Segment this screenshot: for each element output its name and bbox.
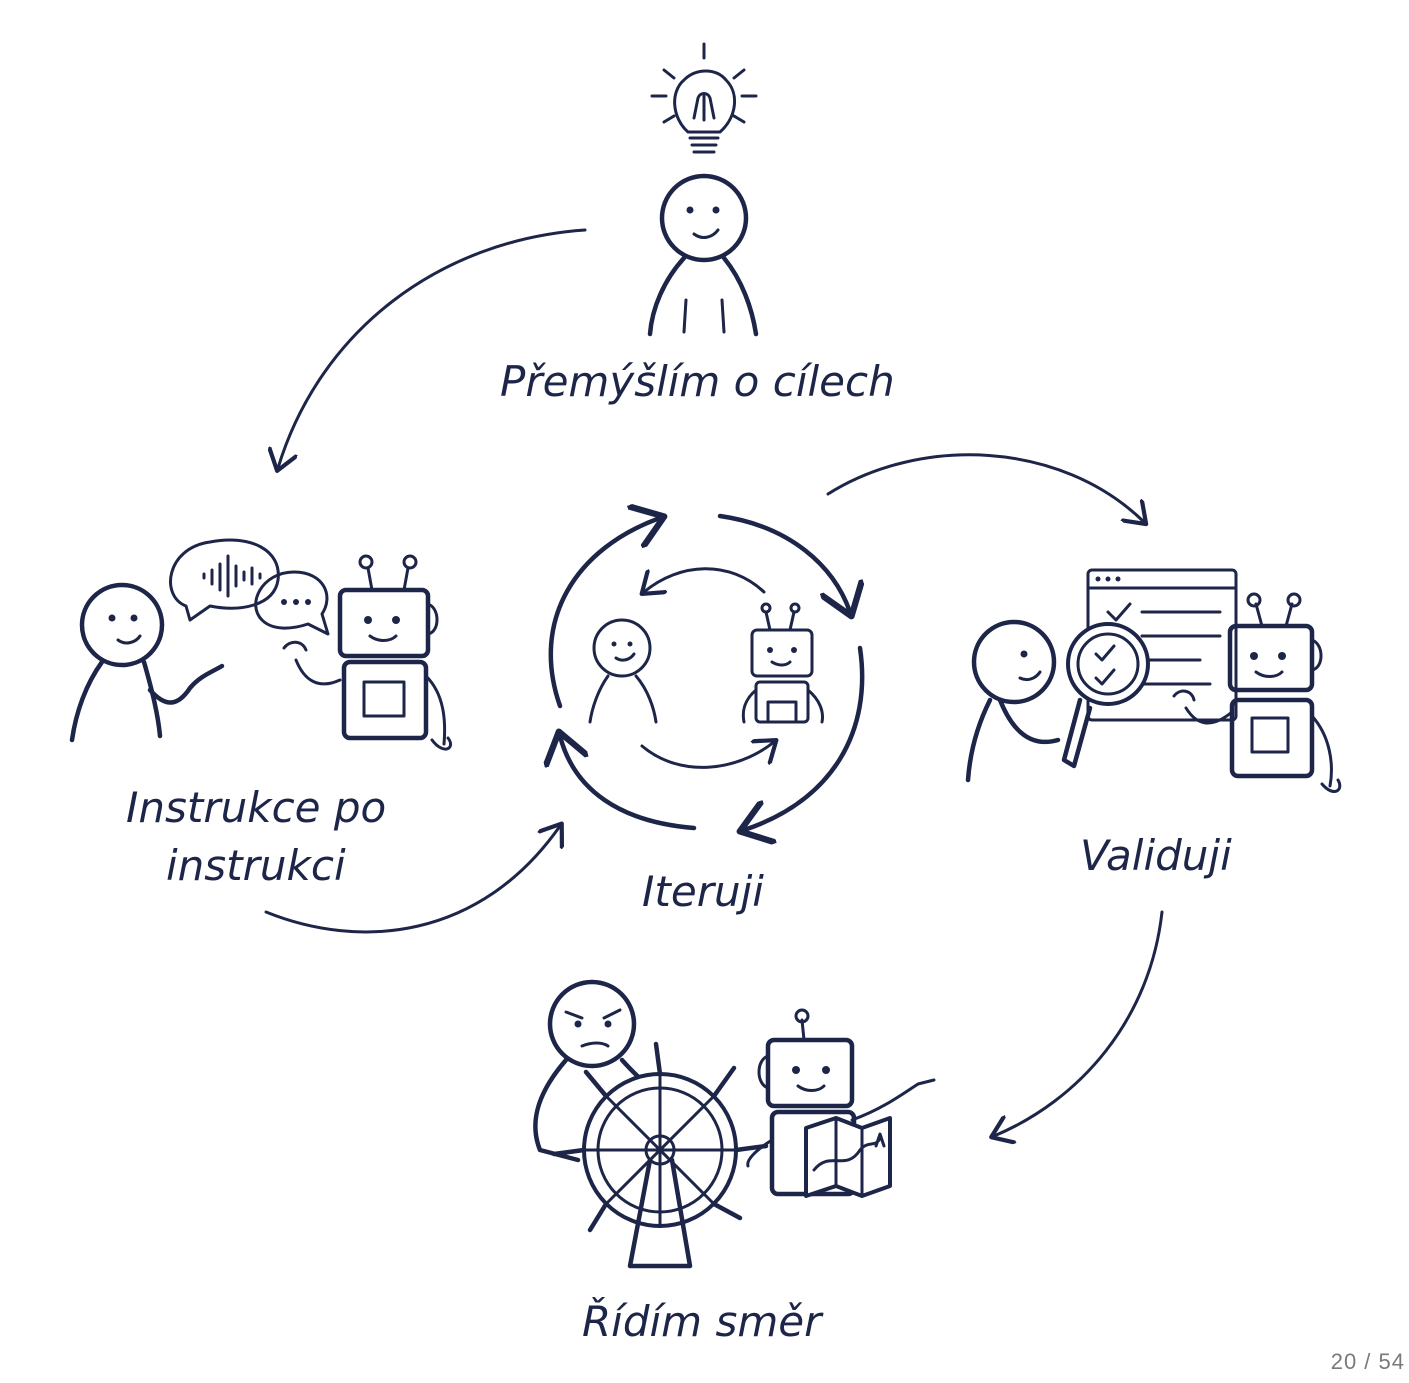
ship-wheel-icon (551, 1041, 769, 1269)
arrow-validate-to-steer (994, 910, 1164, 1136)
arrow-instructions-to-iterate (264, 826, 560, 934)
robot-small-icon (741, 602, 824, 724)
speech-bubble-dots-icon (254, 570, 330, 636)
stage-goals-label: Přemýšlím o cílech (500, 357, 895, 406)
validating-person-icon (965, 619, 1061, 783)
iteration-cycle-arrows (551, 516, 862, 830)
stage-validate-label: Validuji (1080, 831, 1232, 880)
stage-iterate-label: Iteruji (642, 867, 764, 916)
map-icon (804, 1116, 892, 1198)
stage-instructions-label-line1: Instrukce po (126, 783, 386, 832)
validating-robot-icon (1172, 592, 1342, 793)
lightbulb-icon (650, 42, 758, 154)
stage-instructions-label-line2: instrukci (166, 841, 346, 890)
stage-steer-label: Řídím směr (582, 1296, 824, 1346)
arrow-iterate-to-validate (826, 453, 1144, 522)
magnifier-check-icon (1061, 622, 1150, 769)
speaking-person-icon (69, 582, 225, 743)
robot-icon (282, 554, 453, 751)
speech-bubble-voice-icon (169, 538, 280, 622)
thinking-person-icon (647, 173, 759, 337)
arrow-goals-to-instructions (278, 228, 587, 468)
person-small-icon (588, 618, 658, 724)
page-counter: 20 / 54 (1330, 1349, 1405, 1374)
